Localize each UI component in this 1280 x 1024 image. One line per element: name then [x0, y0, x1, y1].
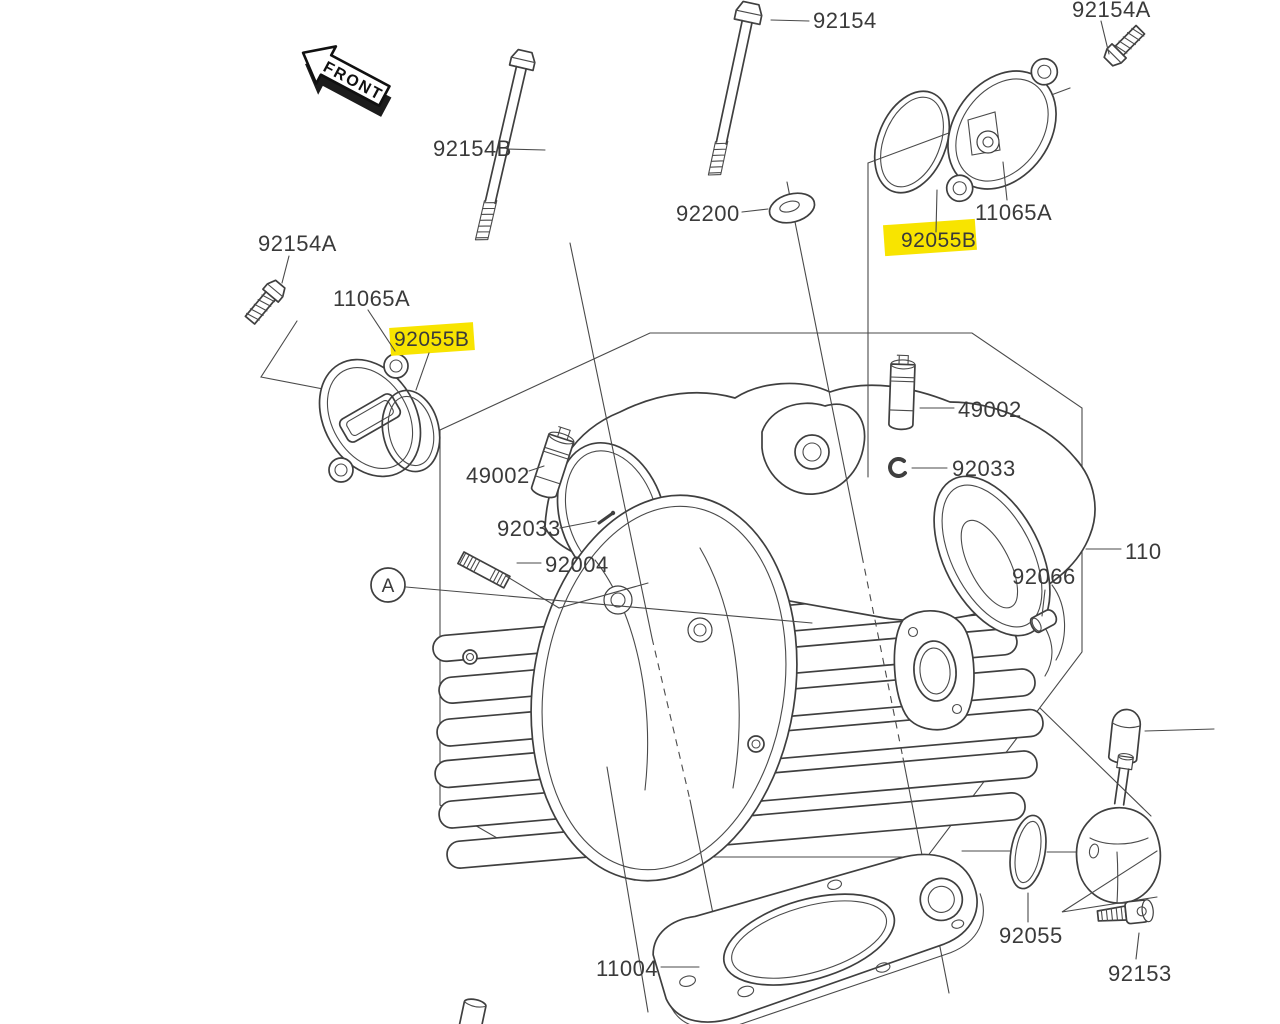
- washer-92200: [768, 192, 816, 224]
- fin-edge: [1051, 584, 1066, 661]
- stud-92004: [457, 551, 511, 589]
- adjuster-49002-left: [530, 426, 575, 499]
- tensioner-bracket: [1075, 753, 1162, 904]
- bolt-92154-axis: [786, 181, 863, 557]
- clip-92033-right: [888, 457, 907, 478]
- bolt-92154-axis-hidden: [861, 555, 904, 759]
- stud-hole: [462, 649, 478, 665]
- right-cam-opening: [933, 475, 1051, 637]
- head-center-hole: [794, 434, 830, 470]
- highlight-92055b-right: [882, 218, 977, 257]
- part-label-92055b-right: 92055B: [901, 229, 976, 252]
- bolt-92154A-right: [1103, 24, 1146, 67]
- bottom-dowel-part: [456, 998, 487, 1024]
- front-arrow-face: [301, 45, 391, 107]
- part-label-49002-right: 49002: [958, 397, 1022, 422]
- part-label-92033-right: 92033: [952, 456, 1016, 481]
- stud-92004-axis: [505, 575, 649, 609]
- head-inner-port: [693, 623, 707, 637]
- head-inner-port: [610, 592, 626, 608]
- part-label-92033-left: 92033: [497, 516, 561, 541]
- head-front-gasket-ring: [530, 494, 798, 882]
- stud-hole: [747, 735, 765, 753]
- stud-hole: [751, 739, 761, 749]
- cylinder-head: [432, 382, 1096, 882]
- part-label-92154b: 92154B: [433, 136, 512, 161]
- pointer-triangle: [1061, 850, 1158, 913]
- head-inner-line: [699, 547, 740, 789]
- part-label-11065a-left: 11065A: [333, 286, 410, 311]
- adjuster-49002-right: [888, 354, 916, 431]
- head-inner-port: [687, 617, 713, 643]
- leader-lines: [281, 19, 1140, 968]
- bolt-92154A-left: [244, 279, 286, 325]
- cap-leader: [1144, 728, 1215, 732]
- part-label-92154a-left: 92154A: [258, 231, 337, 256]
- bolt-92154B: [474, 48, 536, 241]
- bolt-92154: [707, 0, 763, 176]
- cover-11065A-right: [945, 57, 1059, 203]
- head-inner-line: [594, 559, 649, 791]
- part-label-92055b-left: 92055B: [394, 328, 469, 351]
- part-label-11065a-right: 11065A: [975, 200, 1052, 225]
- view-marker-a-label: A: [382, 576, 395, 597]
- highlight-92055b-left: [389, 322, 475, 356]
- o-ring-92055: [1009, 814, 1047, 890]
- front-arrow: FRONT: [301, 45, 392, 117]
- part-label-92153: 92153: [1108, 961, 1172, 986]
- part-label-92154a-right: 92154A: [1072, 0, 1151, 22]
- part-label-92154: 92154: [813, 8, 877, 33]
- part-label-92066: 92066: [1012, 564, 1076, 589]
- bolt-92153: [1096, 899, 1154, 925]
- o-ring-92055B-right: [873, 90, 951, 194]
- group-connector-line: [1039, 707, 1152, 817]
- view-marker-leader: [405, 586, 813, 624]
- assembly-axis-left: [260, 320, 350, 395]
- exhaust-flange: [893, 609, 975, 731]
- head-center-hole: [802, 442, 822, 462]
- part-label-49002-left: 49002: [466, 463, 530, 488]
- stud-hole: [465, 652, 475, 662]
- head-gasket-11004: [652, 853, 984, 1024]
- flange-11065A-left: [318, 353, 422, 483]
- part-label-110-partial: 110: [1125, 539, 1162, 564]
- o-ring-92055B-left: [381, 389, 441, 473]
- part-label-11004: 11004: [596, 956, 658, 981]
- cap-part: [1107, 708, 1142, 765]
- part-label-92004: 92004: [545, 552, 609, 577]
- bolt-92154B-axis-hidden: [651, 637, 691, 801]
- part-label-92200: 92200: [676, 201, 740, 226]
- plug-92066: [1029, 609, 1058, 634]
- part-label-92055: 92055: [999, 923, 1063, 948]
- pin-92033-left: [597, 510, 616, 525]
- view-marker-a: A: [370, 567, 813, 624]
- gasket-axis-line: [606, 766, 649, 1013]
- head-inner-port: [603, 585, 633, 615]
- bolt-92154B-axis: [569, 242, 653, 639]
